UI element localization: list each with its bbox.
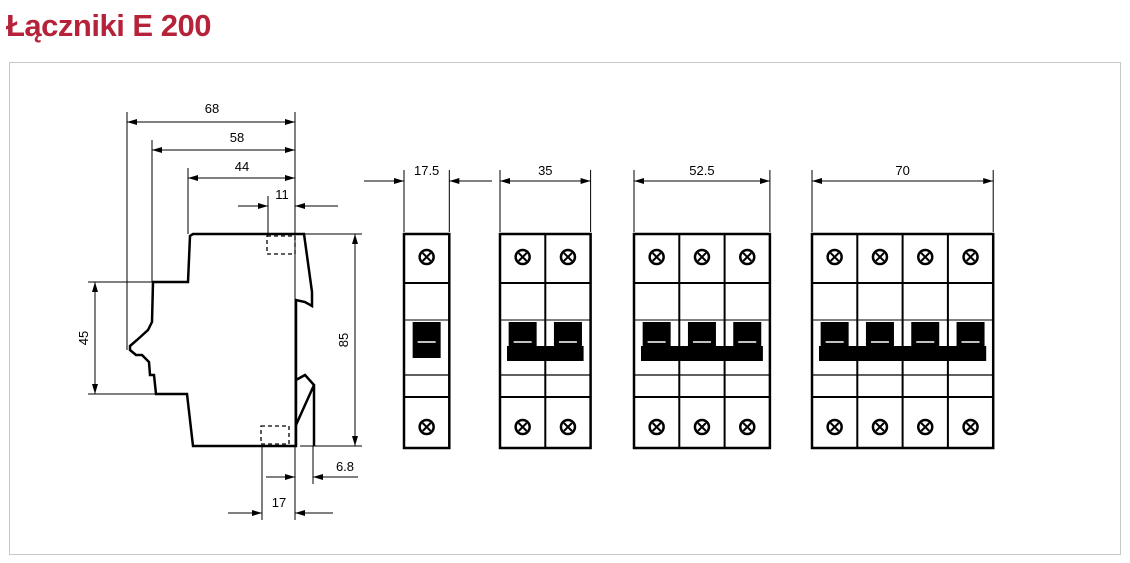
dim-45: 45 [76,331,91,345]
dim-44: 44 [235,159,249,174]
side-body-outline [128,232,314,448]
width-dimension-label: 35 [538,163,552,178]
screw-cross [517,422,528,432]
page-title: Łączniki E 200 [6,8,211,43]
dim-85: 85 [336,333,351,347]
terminal-screw-icon [739,418,756,436]
terminal-hidden-top [266,235,296,255]
drawing-frame [9,62,1121,555]
breaker-1-pole: 17.5 [364,163,492,450]
terminal-screw-icon [693,418,711,436]
breaker-4-pole: 70 [810,163,995,450]
width-dimension-label: 70 [895,163,909,178]
screw-cross [697,252,707,262]
terminal-screw-icon [826,418,843,436]
screw-cross [517,252,528,262]
screw-cross [742,252,752,262]
screw-cross [651,422,662,432]
breaker-outline [632,232,772,450]
screw-cross [965,252,976,262]
screw-cross [875,422,885,432]
terminal-screw-icon [917,418,934,436]
terminal-screw-icon [962,248,979,266]
screw-cross [875,252,885,262]
side-view: 68 58 44 11 85 45 6.8 17 [76,101,362,520]
terminal-screw-icon [514,248,531,266]
dim-17: 17 [272,495,286,510]
front-views: 17.5 35 52.5 70 [364,163,995,450]
screw-cross [920,422,930,432]
screw-cross [421,252,432,262]
terminal-screw-icon [559,418,577,436]
terminal-screw-icon [693,248,711,266]
screw-cross [421,422,432,432]
terminal-screw-icon [871,248,889,266]
terminal-screw-icon [418,248,435,266]
terminal-screw-icon [514,418,531,436]
terminal-screw-icon [871,418,889,436]
dim-58: 58 [230,130,244,145]
screw-cross [697,422,707,432]
width-dimension-label: 17.5 [414,163,439,178]
terminal-screw-icon [917,248,934,266]
screw-cross [742,422,752,432]
screw-cross [563,252,573,262]
screw-cross [829,252,840,262]
breaker-2-pole: 35 [498,163,592,450]
width-dimension-label: 52.5 [689,163,714,178]
terminal-hidden-bottom [260,425,290,445]
terminal-screw-icon [559,248,577,266]
screw-cross [651,252,662,262]
screw-cross [563,422,573,432]
terminal-screw-icon [826,248,843,266]
dim-6-8: 6.8 [336,459,354,474]
breaker-outline [402,232,451,450]
handle-tie-bar [507,346,584,361]
terminal-screw-icon [418,418,435,436]
toggle-handle [412,322,441,358]
dim-11: 11 [275,187,289,202]
terminal-screw-icon [962,418,979,436]
handle-tie-bar [641,346,763,361]
terminal-screw-icon [648,248,665,266]
screw-cross [829,422,840,432]
handle-tie-bar [819,346,987,361]
dim-68: 68 [205,101,219,116]
breaker-3-pole: 52.5 [632,163,772,450]
din-clip [294,373,316,446]
terminal-screw-icon [739,248,756,266]
terminal-screw-icon [648,418,665,436]
screw-cross [920,252,930,262]
screw-cross [965,422,976,432]
